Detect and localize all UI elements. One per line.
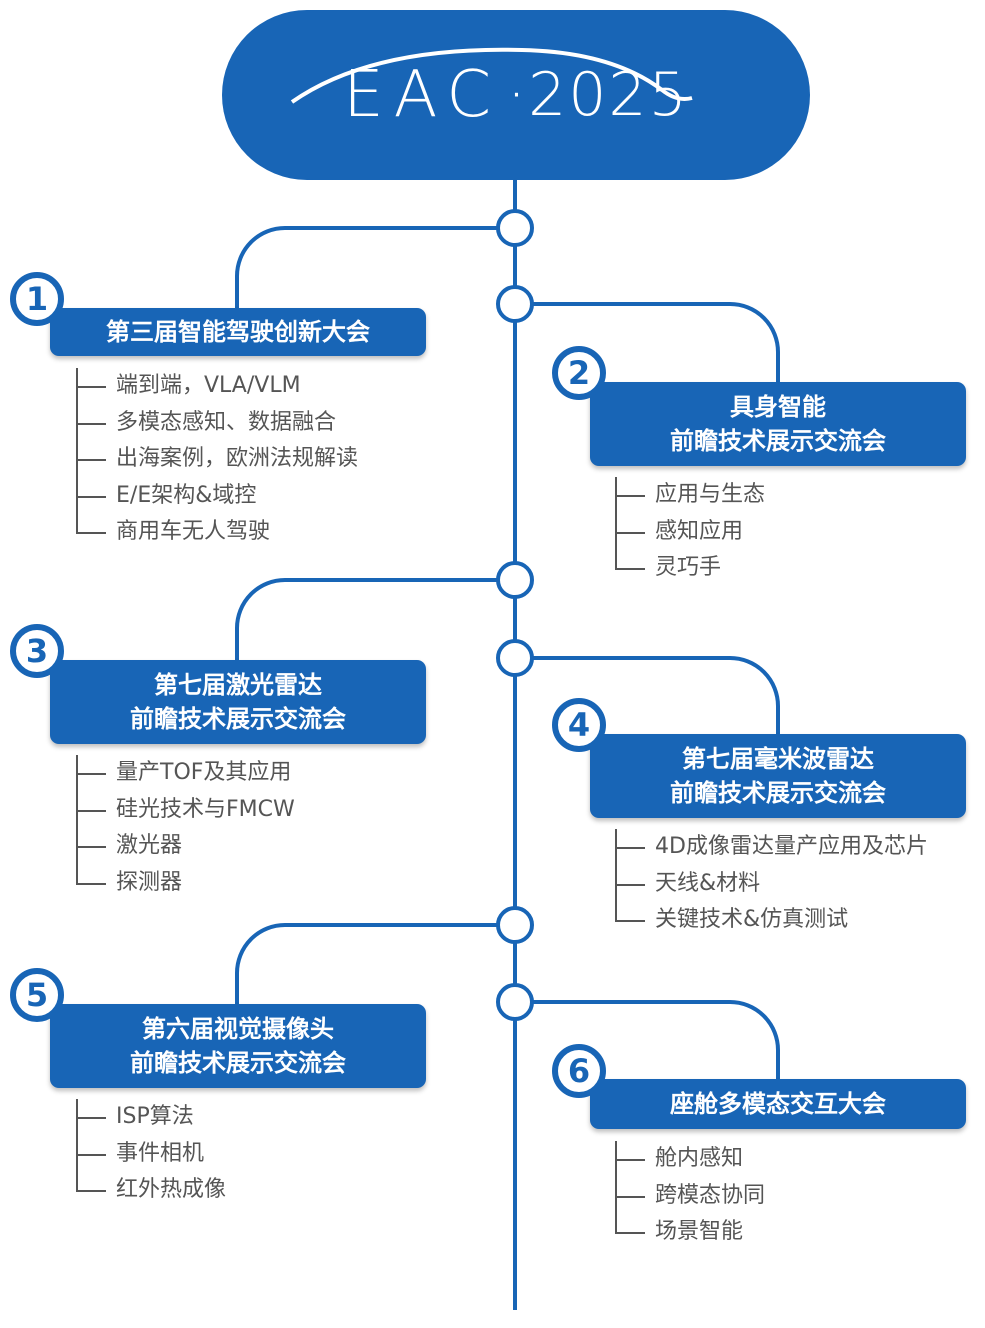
session-number-badge-1: 1 [10, 272, 64, 326]
topic-item: 场景智能 [615, 1214, 765, 1251]
topic-item: 红外热成像 [76, 1172, 226, 1209]
topic-item: 4D成像雷达量产应用及芯片 [615, 829, 928, 866]
topic-item: 激光器 [76, 828, 295, 865]
junction-node [496, 906, 534, 944]
logo-brand: EAC [343, 58, 501, 132]
session-number-badge-3: 3 [10, 624, 64, 678]
session-topics-4: 4D成像雷达量产应用及芯片 天线&材料 关键技术&仿真测试 [615, 829, 928, 939]
session-number-badge-6: 6 [552, 1044, 606, 1098]
session-title-6: 座舱多模态交互大会 [590, 1079, 966, 1129]
branch-2 [533, 302, 780, 388]
junction-node [496, 639, 534, 677]
branch-5 [235, 923, 497, 1010]
branch-1 [235, 226, 497, 316]
branch-6 [533, 1000, 780, 1085]
topic-item: E/E架构&域控 [76, 477, 358, 515]
session-topics-6: 舱内感知 跨模态协同 场景智能 [615, 1141, 765, 1251]
topic-item: 应用与生态 [615, 477, 765, 514]
junction-node [496, 983, 534, 1021]
session-title-line: 具身智能 [730, 393, 826, 421]
session-topics-2: 应用与生态 感知应用 灵巧手 [615, 477, 765, 587]
session-title-line: 第三届智能驾驶创新大会 [106, 318, 370, 346]
junction-node [496, 561, 534, 599]
session-title-4: 第七届毫米波雷达 前瞻技术展示交流会 [590, 734, 966, 818]
logo-year: ·2025 [507, 60, 689, 130]
session-title-line: 前瞻技术展示交流会 [670, 779, 886, 807]
session-number-badge-4: 4 [552, 698, 606, 752]
topic-item: 量产TOF及其应用 [76, 755, 295, 792]
topic-item: 灵巧手 [615, 550, 765, 587]
topic-item: 商用车无人驾驶 [76, 514, 358, 551]
topic-item: 跨模态协同 [615, 1177, 765, 1215]
session-title-line: 第七届激光雷达 [154, 671, 322, 699]
session-title-5: 第六届视觉摄像头 前瞻技术展示交流会 [50, 1004, 426, 1088]
session-title-2: 具身智能 前瞻技术展示交流会 [590, 382, 966, 466]
session-title-line: 第七届毫米波雷达 [682, 745, 874, 773]
session-topics-3: 量产TOF及其应用 硅光技术与FMCW 激光器 探测器 [76, 755, 295, 901]
logo-text: EAC ·2025 [222, 10, 810, 180]
topic-item: 关键技术&仿真测试 [615, 902, 928, 939]
topic-item: ISP算法 [76, 1099, 226, 1136]
junction-node [496, 285, 534, 323]
session-topics-5: ISP算法 事件相机 红外热成像 [76, 1099, 226, 1209]
topic-item: 多模态感知、数据融合 [76, 404, 358, 442]
topic-item: 出海案例，欧洲法规解读 [76, 441, 358, 478]
topic-item: 事件相机 [76, 1135, 226, 1173]
logo-car-arc-icon [290, 47, 693, 104]
session-title-1: 第三届智能驾驶创新大会 [50, 308, 426, 356]
session-topics-1: 端到端，VLA/VLM 多模态感知、数据融合 出海案例，欧洲法规解读 E/E架构… [76, 368, 358, 551]
session-title-line: 前瞻技术展示交流会 [130, 1049, 346, 1077]
session-title-line: 第六届视觉摄像头 [142, 1015, 334, 1043]
session-title-3: 第七届激光雷达 前瞻技术展示交流会 [50, 660, 426, 744]
branch-4 [533, 656, 780, 740]
topic-item: 天线&材料 [615, 865, 928, 903]
topic-item: 端到端，VLA/VLM [76, 368, 358, 405]
header-logo-pill: EAC ·2025 [222, 10, 810, 180]
session-title-line: 座舱多模态交互大会 [670, 1090, 886, 1118]
junction-node [496, 209, 534, 247]
session-title-line: 前瞻技术展示交流会 [670, 427, 886, 455]
topic-item: 感知应用 [615, 513, 765, 551]
session-title-line: 前瞻技术展示交流会 [130, 705, 346, 733]
session-number-badge-2: 2 [552, 346, 606, 400]
topic-item: 硅光技术与FMCW [76, 791, 295, 829]
topic-item: 探测器 [76, 864, 295, 902]
branch-3 [235, 578, 497, 666]
session-number-badge-5: 5 [10, 968, 64, 1022]
topic-item: 舱内感知 [615, 1141, 765, 1178]
